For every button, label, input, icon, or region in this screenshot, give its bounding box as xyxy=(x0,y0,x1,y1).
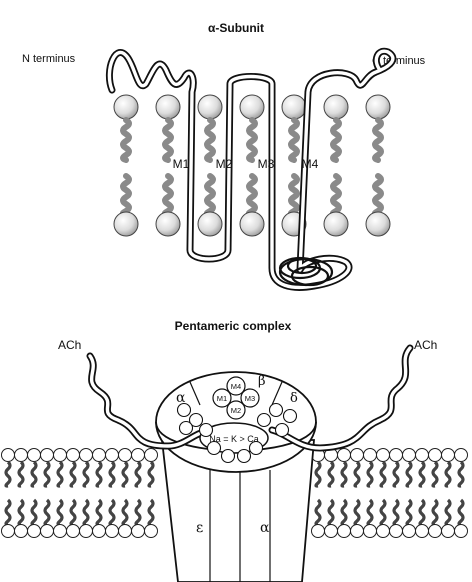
subunit-delta-label: δ xyxy=(290,391,298,406)
lipid-molecule xyxy=(338,449,351,538)
lipid-molecule xyxy=(54,449,67,538)
lipid-molecule xyxy=(377,449,390,538)
lipid-molecule xyxy=(403,449,416,538)
lipid-molecule xyxy=(416,449,429,538)
helix-m3-label: M3 xyxy=(245,394,255,403)
subunit-alpha-top-label: α xyxy=(176,390,186,406)
m3-label: M3 xyxy=(258,157,275,171)
n-terminus-label: N terminus xyxy=(22,53,76,65)
lipid-molecule xyxy=(455,449,468,538)
m1-label: M1 xyxy=(173,157,190,171)
lipid-molecule xyxy=(366,95,390,236)
helix-m4-label: M4 xyxy=(231,382,241,391)
ach-left-label: ACh xyxy=(58,338,81,352)
lipid-molecule xyxy=(364,449,377,538)
lipid-molecule xyxy=(28,449,41,538)
lipid-molecule xyxy=(114,95,138,236)
alpha-subunit-chain xyxy=(109,51,392,287)
lipid-molecule xyxy=(324,95,348,236)
subunit-epsilon-label: ε xyxy=(196,520,203,536)
subunit-beta-label: β xyxy=(258,374,266,389)
lipid-molecule xyxy=(132,449,145,538)
helix-m2-label: M2 xyxy=(231,406,241,415)
top-lipid-bilayer xyxy=(114,95,390,236)
m4-label: M4 xyxy=(302,157,319,171)
lipid-molecule xyxy=(390,449,403,538)
helix-m1-label: M1 xyxy=(217,394,227,403)
lipid-molecule xyxy=(351,449,364,538)
alpha-subunit-title: α-Subunit xyxy=(208,21,264,35)
lipid-molecule xyxy=(67,449,80,538)
lipid-molecule xyxy=(145,449,158,538)
lipid-molecule xyxy=(429,449,442,538)
m2-label: M2 xyxy=(216,157,233,171)
lipid-molecule xyxy=(80,449,93,538)
lipid-molecule xyxy=(93,449,106,538)
subunit-alpha-front-label: α xyxy=(260,520,270,536)
pentameric-complex-title: Pentameric complex xyxy=(175,319,292,333)
lipid-molecule xyxy=(442,449,455,538)
lipid-molecule xyxy=(15,449,28,538)
ach-right-label: ACh xyxy=(414,338,437,352)
lipid-molecule xyxy=(41,449,54,538)
lipid-molecule xyxy=(106,449,119,538)
lipid-molecule xyxy=(312,449,325,538)
lipid-molecule xyxy=(2,449,15,538)
lipid-molecule xyxy=(119,449,132,538)
lipid-molecule xyxy=(325,449,338,538)
